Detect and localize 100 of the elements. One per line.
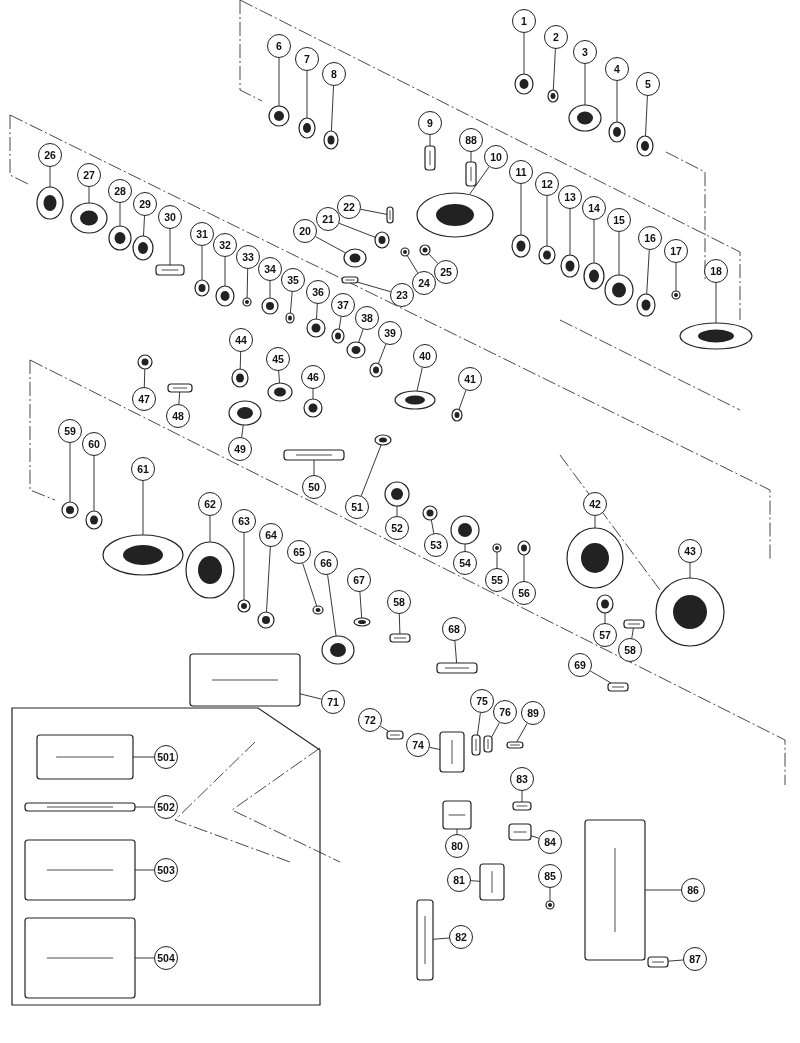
part-drawing [608,121,626,143]
leader-line [432,937,450,940]
leader-line [338,222,376,238]
leader-line [476,712,481,736]
leader-line [468,166,490,196]
leader-line [93,455,95,512]
callout-number: 14 [582,196,606,220]
leader-line [406,254,419,274]
part-drawing [61,501,79,519]
callout-number: 29 [133,192,157,216]
callout-number: 51 [345,495,369,519]
leader-line [269,280,271,299]
leader-line [359,591,363,619]
leader-line [169,228,171,266]
callout-number: 18 [704,259,728,283]
callout-number: 56 [512,581,536,605]
part-drawing [374,434,392,446]
callout-number: 4 [605,57,629,81]
part-drawing [312,605,324,615]
leader-line [546,195,548,247]
callout-number: 54 [453,551,477,575]
callout-number: 82 [449,925,473,949]
callout-number: 41 [458,367,482,391]
leader-line [470,880,481,882]
leader-line [618,231,620,276]
leader-line [302,562,318,607]
callout-number: 76 [493,700,517,724]
part-drawing [167,383,193,393]
callout-number: 72 [358,708,382,732]
part-drawing [261,297,279,315]
part-drawing [596,594,614,614]
callout-number: 61 [131,457,155,481]
part-drawing [451,408,463,422]
part-drawing [483,735,493,753]
leader-line [134,806,155,808]
part-drawing [607,682,629,692]
callout-number: 80 [445,834,469,858]
callout-number: 46 [301,365,325,389]
callout-number: 9 [418,111,442,135]
leader-line [201,245,203,281]
leader-line [88,186,90,204]
part-drawing [568,104,602,132]
callout-number: 5 [636,72,660,96]
part-drawing [132,235,154,261]
leader-line [689,562,691,579]
part-drawing [465,161,477,187]
part-drawing [36,186,64,220]
part-drawing [303,398,323,418]
leader-line [589,670,612,684]
part-drawing [346,341,366,359]
part-drawing [538,245,556,265]
callout-number: 74 [406,733,430,757]
part-drawing [194,279,210,297]
callout-number: 36 [306,280,330,304]
part-drawing [306,318,326,338]
leader-line [243,532,245,601]
leader-line [143,368,146,388]
callout-number: 35 [281,268,305,292]
part-drawing [517,540,531,556]
leader-line [496,551,498,569]
leader-line [327,574,337,637]
leader-line [454,640,458,664]
part-drawing [298,117,316,139]
callout-number: 28 [108,179,132,203]
leader-line [645,95,648,137]
part-drawing [108,225,132,251]
callout-number: 47 [132,387,156,411]
leader-line [458,389,467,410]
leader-line [142,480,144,536]
leader-line [584,63,586,106]
part-drawing [386,206,394,224]
callout-number: 504 [154,946,178,970]
leader-line [396,505,398,517]
leader-line [69,442,71,503]
part-drawing [36,734,134,780]
callout-number: 33 [236,245,260,269]
leader-line [306,70,308,119]
part-drawing [285,312,295,324]
callout-number: 63 [232,509,256,533]
part-drawing [422,505,438,521]
leader-line [360,444,382,497]
part-drawing [584,819,646,961]
leader-line [604,612,606,624]
callout-number: 57 [593,623,617,647]
part-drawing [647,956,669,968]
callout-number: 58 [618,638,642,662]
part-drawing [511,234,531,258]
leader-line [316,303,318,320]
callout-number: 2 [544,25,568,49]
callout-number: 52 [385,516,409,540]
callout-number: 55 [485,568,509,592]
callout-number: 86 [681,878,705,902]
callout-number: 32 [213,233,237,257]
part-drawing [341,276,359,284]
leader-line [246,268,249,299]
leader-line [464,543,466,552]
leader-line [119,202,121,227]
leader-line [569,208,571,256]
callout-number: 89 [521,701,545,725]
callout-number: 3 [573,40,597,64]
